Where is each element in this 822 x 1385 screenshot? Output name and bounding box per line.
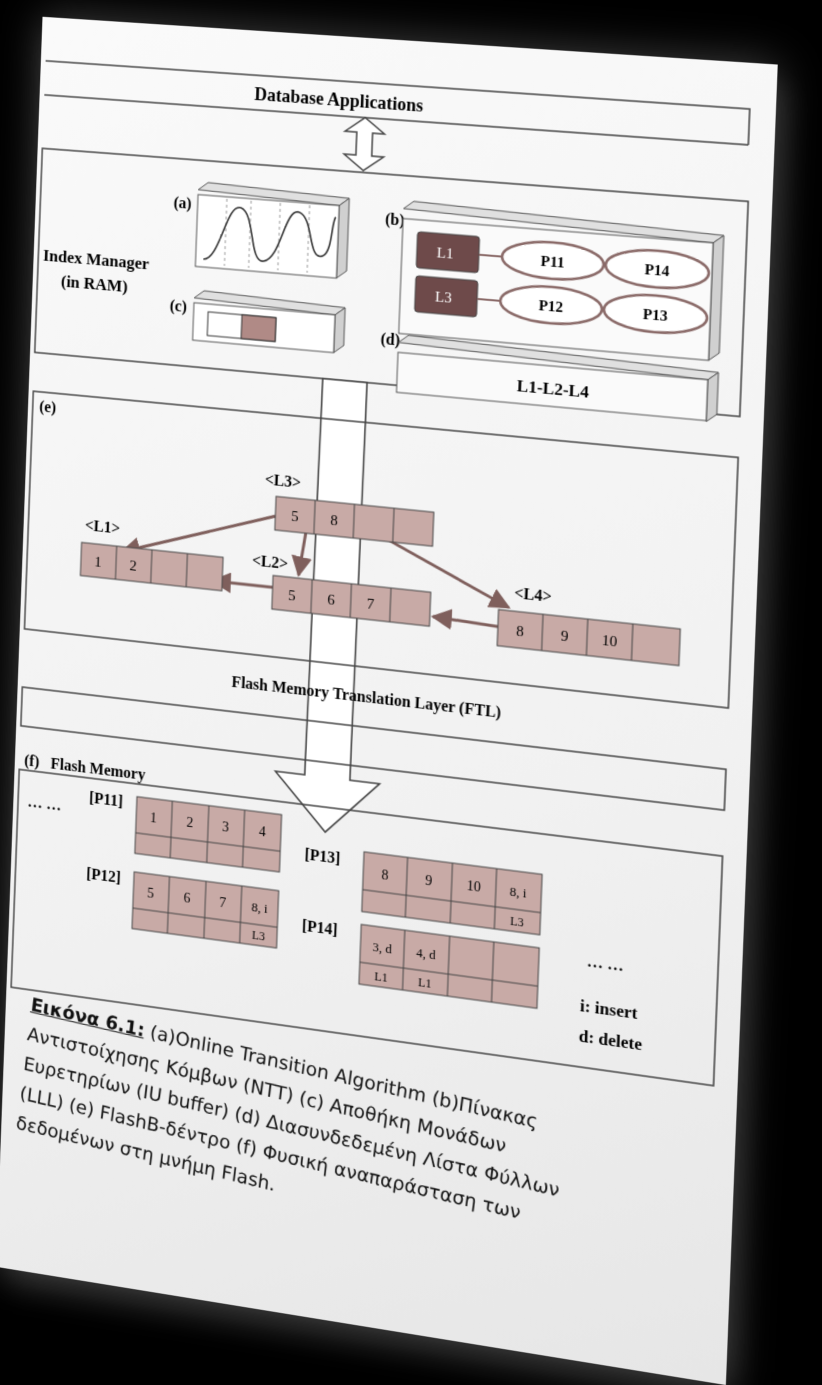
flash-page-label: [P13]: [304, 846, 340, 868]
double-arrow-icon: [344, 116, 386, 172]
flash-page-label: [P14]: [302, 917, 338, 939]
flash-cell: 3: [222, 819, 229, 835]
panel-c-label: (c): [169, 298, 187, 316]
tree-key: 2: [129, 558, 137, 575]
ntt-page-label: P11: [540, 253, 564, 271]
panel-d-label: (d): [380, 331, 400, 350]
ntt-leaf-label: L1: [436, 245, 453, 263]
flash-cell: 3, d: [372, 940, 392, 957]
flash-cell: L3: [252, 928, 266, 944]
tree-node-label: <L1>: [85, 517, 121, 538]
tree-key: 6: [327, 592, 335, 609]
flashb-tree-diagram: Database Applications Index Manager (in …: [6, 17, 778, 1100]
flash-cell: 2: [186, 815, 193, 831]
tree-key: 9: [560, 628, 568, 645]
document-page: Database Applications Index Manager (in …: [0, 17, 778, 1385]
flash-cell: 4, d: [416, 946, 437, 963]
flash-cell: 6: [183, 890, 190, 906]
flash-page-label: [P11]: [89, 790, 123, 811]
legend-delete: d: delete: [578, 1026, 642, 1054]
ellipsis-right: … …: [586, 953, 624, 975]
tree-node-label: <L2>: [252, 552, 289, 573]
flash-cell: 7: [219, 895, 226, 911]
flash-cell: 1: [150, 810, 157, 826]
in-ram-label: (in RAM): [61, 272, 128, 297]
tree-key: 7: [366, 596, 374, 613]
tree-key: 5: [291, 509, 299, 526]
tree-key: 8: [516, 623, 524, 640]
flash-cell: 5: [147, 885, 154, 901]
flash-page-p12: [P12] 5 6 7 8, i L3: [85, 866, 279, 948]
ftl-label: Flash Memory Translation Layer (FTL): [231, 674, 501, 722]
ntt-page-label: P12: [538, 298, 563, 316]
ntt-page-label: P14: [644, 262, 670, 281]
online-transition-chart: [195, 182, 349, 279]
database-applications-box: Database Applications: [44, 61, 749, 145]
ellipsis-left: … …: [27, 794, 61, 815]
tree-node-l1: <L1> 1 2: [80, 517, 224, 591]
panel-b-label: (b): [385, 211, 405, 230]
panel-a-label: (a): [173, 194, 192, 212]
node-translation-table: L1 L3 P11 P14 P12 P13: [399, 201, 725, 362]
flash-cell: 8, i: [251, 900, 268, 916]
flash-cell: 8, i: [509, 884, 527, 901]
ntt-page-label: P13: [642, 307, 668, 326]
panel-f-label: (f): [24, 752, 40, 771]
flash-cell: L1: [418, 975, 432, 991]
flash-cell: 9: [425, 872, 433, 888]
index-manager-label: Index Manager: [43, 246, 150, 274]
flash-page-p13: [P13] 8 9 10 8, i L3: [303, 844, 542, 934]
panel-e-label: (e): [39, 398, 56, 416]
legend-insert: i: insert: [580, 996, 639, 1023]
flash-cell: 10: [466, 878, 481, 895]
iu-buffer: [193, 290, 346, 354]
flash-page-label: [P12]: [86, 866, 121, 887]
tree-key: 1: [94, 554, 102, 571]
flash-cell: 4: [259, 824, 266, 840]
tree-key: 10: [602, 633, 618, 651]
tree-node-label: <L3>: [265, 471, 302, 492]
flash-cell: L1: [374, 969, 388, 985]
tree-node-label: <L4>: [514, 585, 552, 606]
tree-key: 5: [288, 588, 296, 605]
tree-key: 8: [330, 513, 338, 530]
ntt-leaf-label: L3: [435, 289, 452, 307]
flash-cell: L3: [510, 914, 524, 930]
tree-node-l4: <L4> 8 9 10: [497, 583, 681, 665]
flash-cell: 8: [381, 867, 389, 883]
flash-page-p11: [P11] 1 2 3 4: [87, 790, 281, 872]
